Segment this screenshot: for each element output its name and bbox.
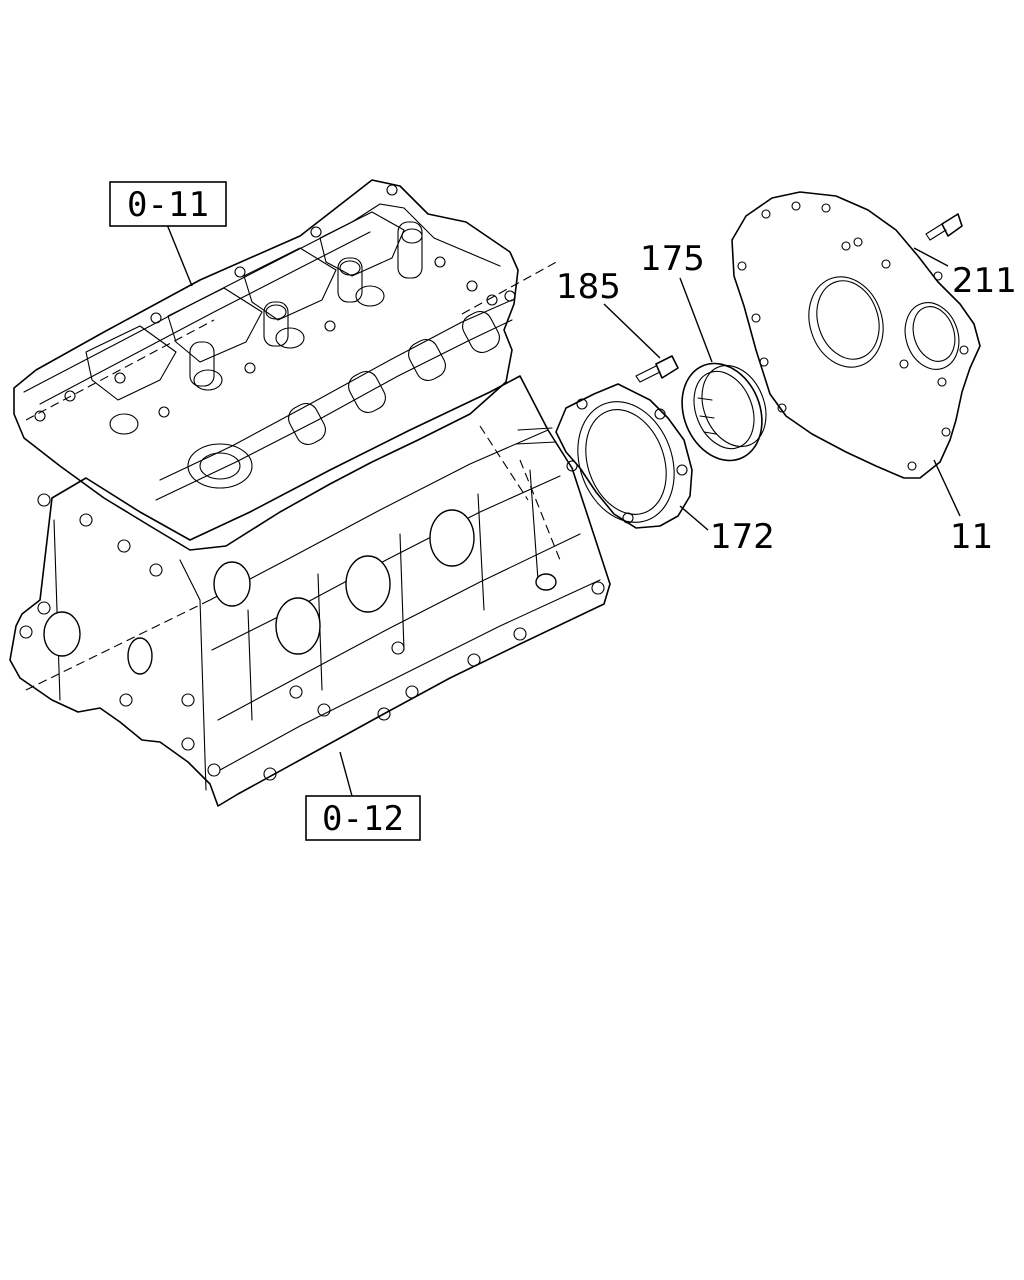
leader-lines — [165, 221, 961, 797]
engine-block — [9, 179, 611, 807]
reference-box-0-12[interactable]: 0-12 — [305, 795, 421, 841]
callout-185[interactable]: 185 — [556, 267, 621, 307]
reference-label-0-12: 0-12 — [322, 799, 404, 839]
callout-175[interactable]: 175 — [640, 239, 705, 279]
callout-211[interactable]: 211 — [952, 261, 1017, 301]
engine-rear-plate — [731, 191, 981, 479]
callout-11[interactable]: 11 — [950, 517, 993, 557]
rear-oil-seal-retainer — [555, 383, 693, 529]
callout-172[interactable]: 172 — [710, 517, 775, 557]
plate-bolt — [925, 213, 963, 241]
reference-label-0-11: 0-11 — [127, 185, 209, 225]
cover-bolt — [635, 355, 679, 383]
reference-box-0-11[interactable]: 0-11 — [109, 181, 227, 227]
crankshaft-rear-oil-seal — [681, 362, 767, 462]
